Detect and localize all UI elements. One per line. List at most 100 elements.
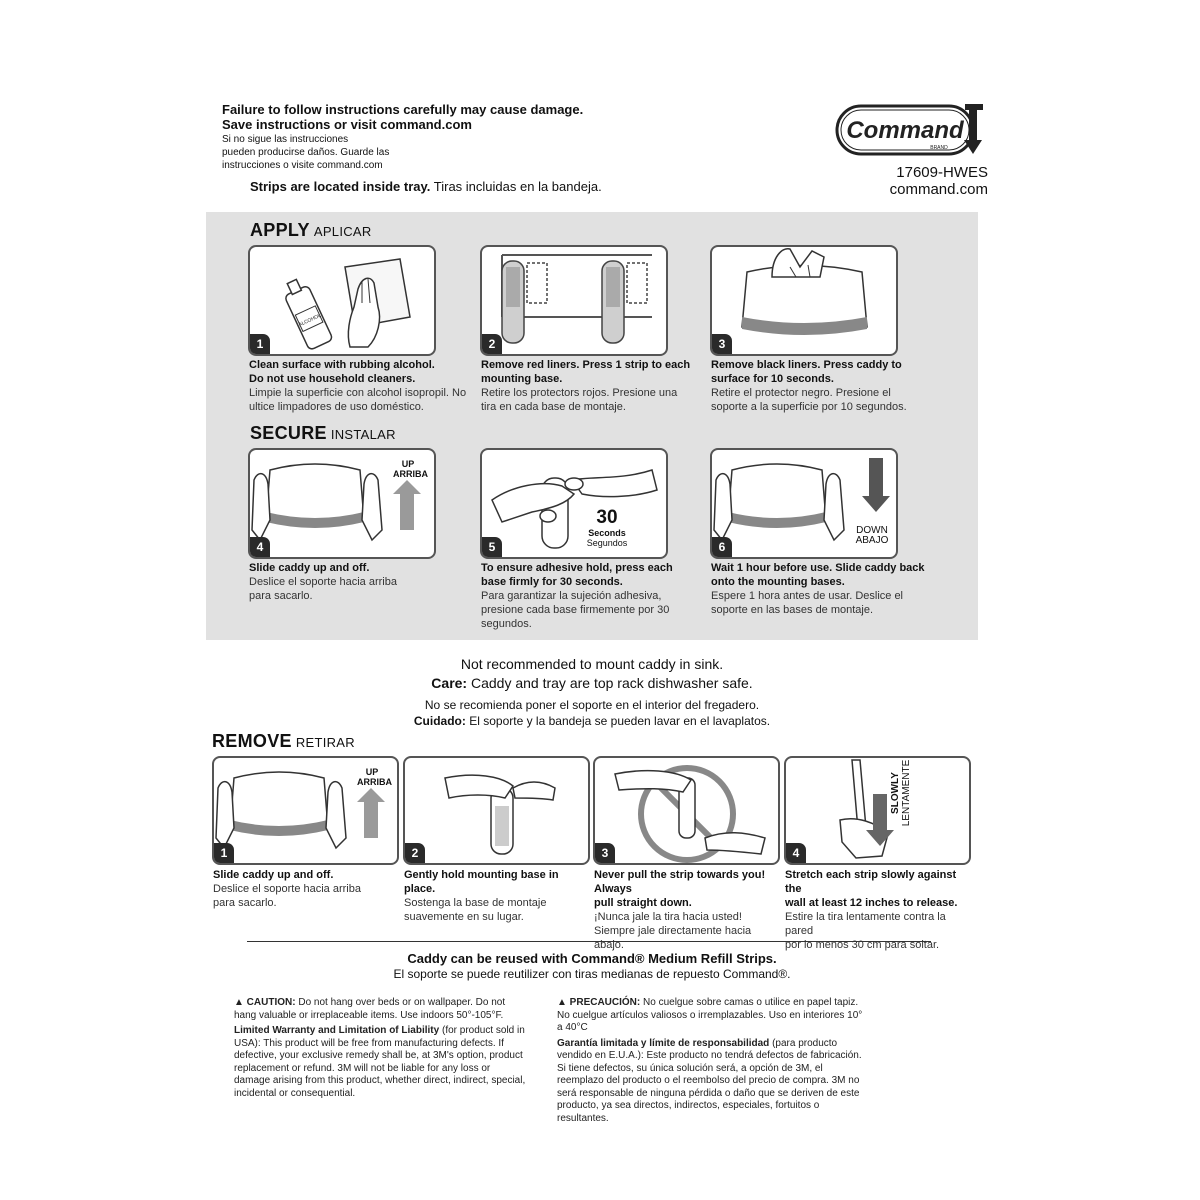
- legal-english: ▲ CAUTION: Do not hang over beds or on w…: [234, 997, 529, 1103]
- remove-title-es: RETIRAR: [296, 735, 355, 750]
- slowly-text: SLOWLY: [890, 756, 901, 838]
- alcohol-wipe-illustration: ALCOHOL: [250, 247, 434, 354]
- caption-es: Retire los protectors rojos. Presione un…: [481, 386, 701, 400]
- sink-note: Not recommended to mount caddy in sink.: [206, 655, 978, 674]
- caption-en: Remove black liners. Press caddy to: [711, 358, 931, 372]
- step-caption-1: Clean surface with rubbing alcohol. Do n…: [249, 358, 469, 414]
- sku-block: 17609-HWES command.com: [828, 164, 988, 198]
- step-number: 2: [482, 334, 502, 354]
- sku-number: 17609-HWES: [828, 164, 988, 181]
- reuse-note: Caddy can be reused with Command® Medium…: [206, 951, 978, 982]
- warning-line-1: Failure to follow instructions carefully…: [222, 102, 583, 117]
- caption-es: para sacarlo.: [249, 589, 469, 603]
- caption-es: Deslice el soporte hacia arriba: [213, 882, 398, 896]
- command-logo: Command BRAND: [833, 100, 993, 162]
- caption-es: ultice limpadores de uso doméstico.: [249, 400, 469, 414]
- site-url: command.com: [828, 181, 988, 198]
- caption-en: Slide caddy up and off.: [213, 868, 398, 882]
- caption-en: wall at least 12 inches to release.: [785, 896, 975, 910]
- step-card-5: 30 Seconds Segundos 5: [480, 448, 668, 559]
- warning-english: Failure to follow instructions carefully…: [222, 102, 583, 132]
- caption-en: To ensure adhesive hold, press each: [481, 561, 701, 575]
- legal-spanish: ▲ PRECAUCIÓN: No cuelgue sobre camas o u…: [557, 997, 867, 1128]
- strips-note: Strips are located inside tray. Tiras in…: [250, 179, 602, 194]
- remove-card-3: 3: [593, 756, 780, 865]
- step-caption-3: Remove black liners. Press caddy to surf…: [711, 358, 931, 414]
- caption-es: Retire el protector negro. Presione el: [711, 386, 931, 400]
- secure-heading: SECURE INSTALAR: [250, 423, 396, 444]
- remove-caption-2: Gently hold mounting base in place. Sost…: [404, 868, 589, 924]
- thirty-seconds-label: 30 Seconds Segundos: [578, 508, 636, 548]
- step-number: 4: [250, 537, 270, 557]
- caption-en: Wait 1 hour before use. Slide caddy back: [711, 561, 931, 575]
- care-spanish: No se recomienda poner el soporte en el …: [206, 697, 978, 729]
- caption-en: Never pull the strip towards you! Always: [594, 868, 779, 896]
- step-caption-2: Remove red liners. Press 1 strip to each…: [481, 358, 701, 414]
- step-card-2: 2: [480, 245, 668, 356]
- sink-note-es: No se recomienda poner el soporte en el …: [206, 697, 978, 713]
- care-label: Care:: [431, 675, 467, 691]
- apply-heading: APPLY APLICAR: [250, 220, 372, 241]
- caption-es: segundos.: [481, 617, 701, 631]
- warning-es-line-3: instrucciones o visite command.com: [222, 159, 422, 172]
- caption-es: Siempre jale directamente hacia abajo.: [594, 924, 779, 952]
- warning-line-2: Save instructions or visit command.com: [222, 117, 583, 132]
- warning-es-line-1: Si no sigue las instrucciones: [222, 133, 422, 146]
- step-number: 5: [482, 537, 502, 557]
- remove-heading: REMOVE RETIRAR: [212, 731, 355, 752]
- caption-en: Gently hold mounting base in place.: [404, 868, 589, 896]
- mounting-strips-illustration: [482, 247, 666, 354]
- secure-title: SECURE: [250, 423, 327, 443]
- remove-caption-3: Never pull the strip towards you! Always…: [594, 868, 779, 952]
- caption-es: Sostenga la base de montaje: [404, 896, 589, 910]
- caption-es: soporte en las bases de montaje.: [711, 603, 931, 617]
- apply-title-es: APLICAR: [314, 224, 372, 239]
- step-number: 1: [250, 334, 270, 354]
- secure-title-es: INSTALAR: [331, 427, 396, 442]
- caption-es: Estire la tira lentamente contra la pare…: [785, 910, 975, 938]
- step-caption-4: Slide caddy up and off. Deslice el sopor…: [249, 561, 469, 603]
- step-caption-5: To ensure adhesive hold, press each base…: [481, 561, 701, 631]
- step-number: 6: [712, 537, 732, 557]
- caption-en: Slide caddy up and off.: [249, 561, 469, 575]
- care-text: Caddy and tray are top rack dishwasher s…: [471, 675, 753, 691]
- up-label: UPARRIBA: [393, 459, 423, 479]
- remove-card-2: 2: [403, 756, 590, 865]
- caption-en: Clean surface with rubbing alcohol.: [249, 358, 469, 372]
- logo-text: Command: [846, 117, 965, 144]
- stretch-strip-illustration: [786, 758, 969, 863]
- caption-es: tira en cada base de montaje.: [481, 400, 701, 414]
- strips-note-en: Strips are located inside tray.: [250, 179, 430, 194]
- caption-es: soporte a la superficie por 10 segundos.: [711, 400, 931, 414]
- reuse-en: Caddy can be reused with Command® Medium…: [206, 951, 978, 967]
- caption-es: para sacarlo.: [213, 896, 398, 910]
- caution-label: ▲ CAUTION:: [234, 997, 296, 1008]
- apply-title: APPLY: [250, 220, 310, 240]
- garantia-label: Garantía limitada y límite de responsabi…: [557, 1038, 769, 1049]
- remove-title: REMOVE: [212, 731, 292, 751]
- slowly-text-es: LENTAMENTE: [901, 756, 912, 838]
- step-card-3: 3: [710, 245, 898, 356]
- seconds-label: Seconds: [578, 528, 636, 538]
- step-number: 2: [405, 843, 425, 863]
- cuidado-label: Cuidado:: [414, 714, 466, 728]
- precaucion-label: ▲ PRECAUCIÓN:: [557, 997, 640, 1008]
- step-number: 1: [214, 843, 234, 863]
- remove-card-4: SLOWLY LENTAMENTE 4: [784, 756, 971, 865]
- slowly-label: SLOWLY LENTAMENTE: [890, 756, 912, 838]
- remove-caption-1: Slide caddy up and off. Deslice el sopor…: [213, 868, 398, 910]
- step-number: 3: [595, 843, 615, 863]
- caption-es: Para garantizar la sujeción adhesiva,: [481, 589, 701, 603]
- cuidado-text: El soporte y la bandeja se pueden lavar …: [469, 714, 770, 728]
- warranty-text: (for product sold in USA): This product …: [234, 1025, 525, 1099]
- reuse-es: El soporte se puede reutilizer con tiras…: [206, 967, 978, 982]
- press-caddy-illustration: [712, 247, 896, 354]
- caption-es: suavemente en su lugar.: [404, 910, 589, 924]
- caption-en: mounting base.: [481, 372, 701, 386]
- strips-note-es: Tiras incluidas en la bandeja.: [434, 179, 602, 194]
- caption-es: ¡Nunca jale la tira hacia usted!: [594, 910, 779, 924]
- caption-en: pull straight down.: [594, 896, 779, 910]
- remove-card-1: UPARRIBA 1: [212, 756, 399, 865]
